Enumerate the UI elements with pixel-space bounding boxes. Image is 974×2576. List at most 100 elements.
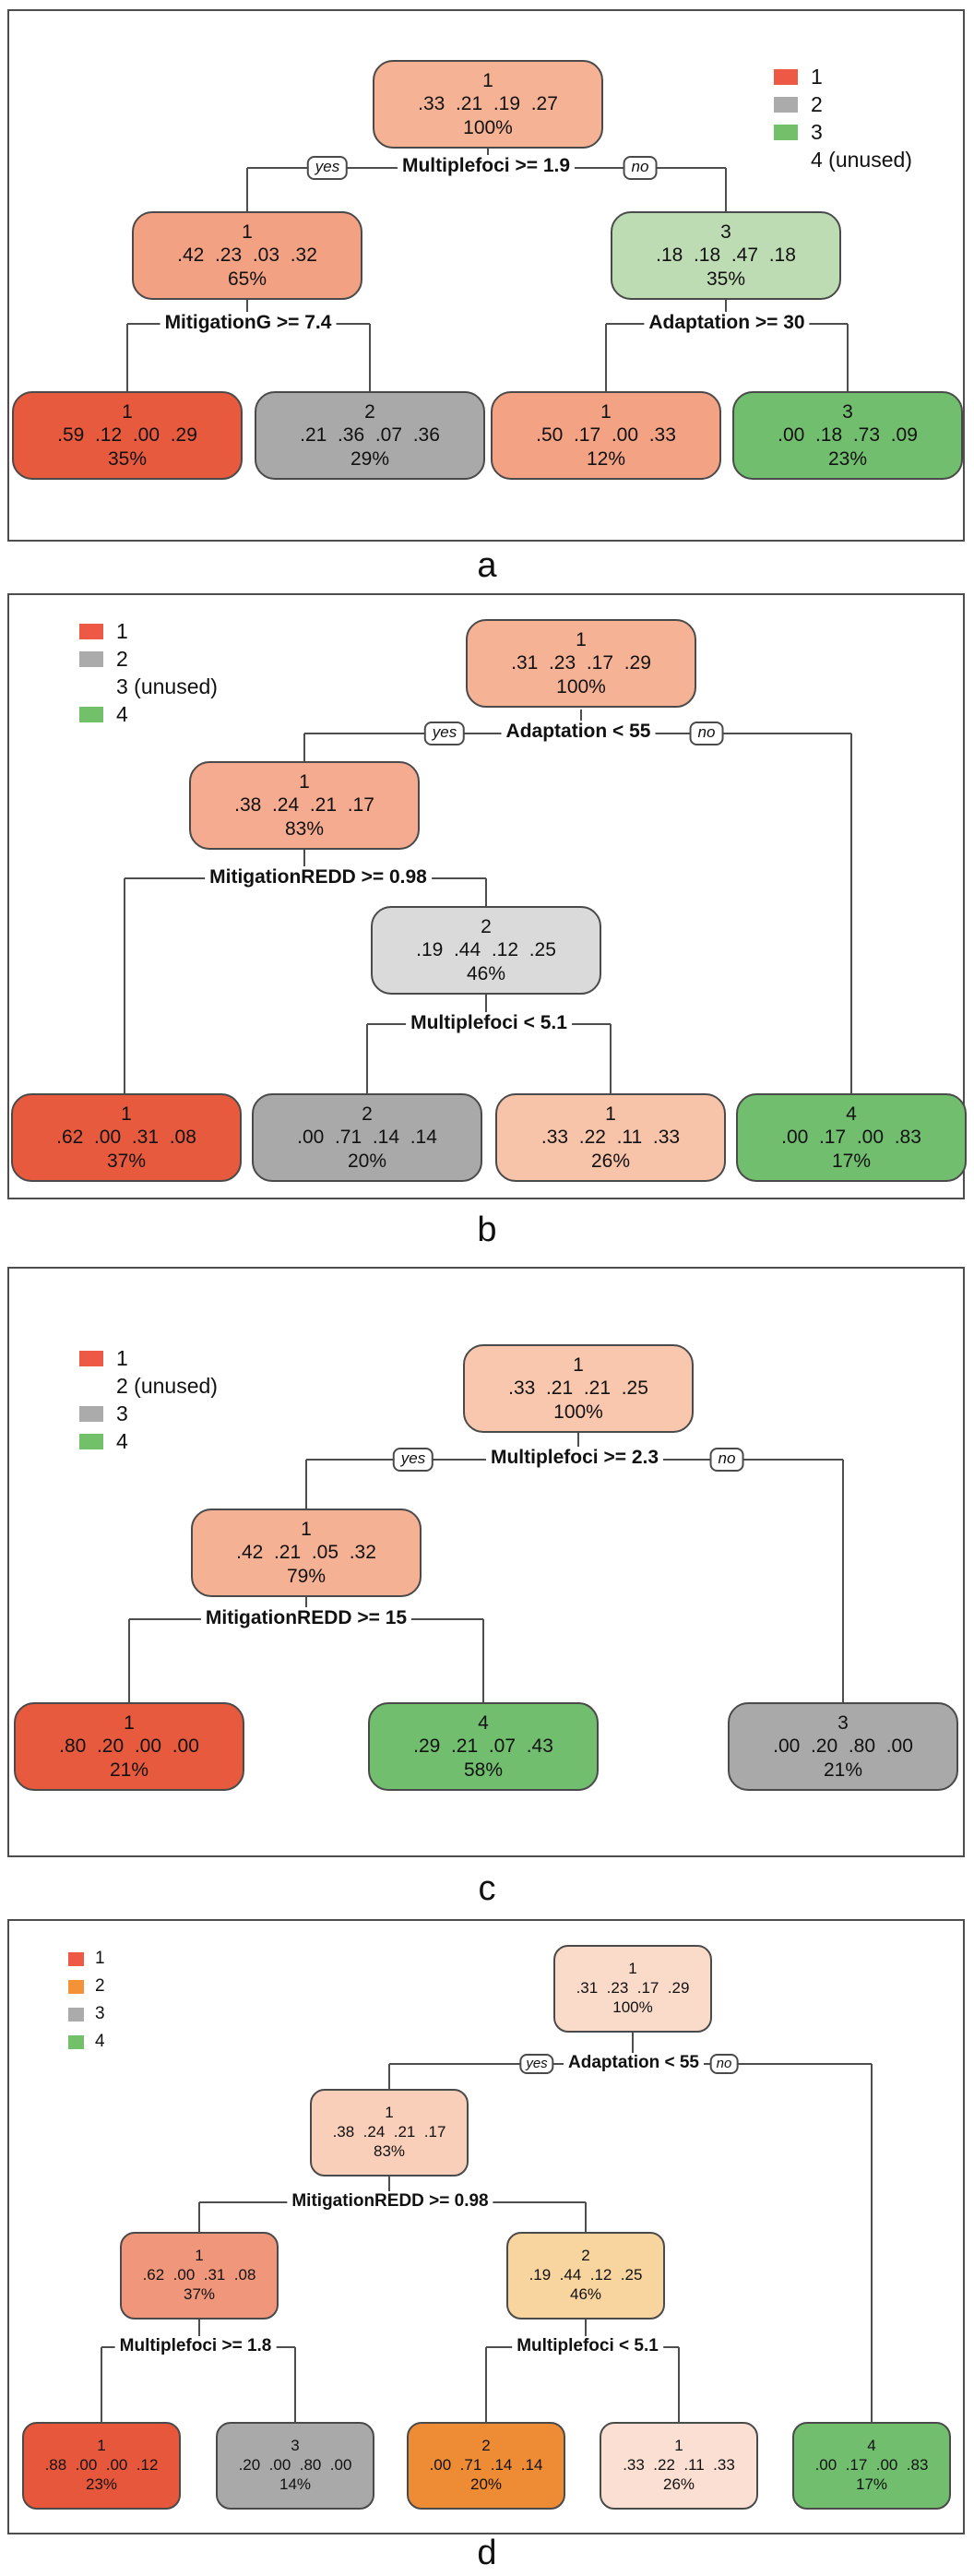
legend-swatch-class1 xyxy=(68,1951,84,1966)
node-class: 1 xyxy=(121,1103,132,1125)
c-left-node: 1 .42 .21 .05 .32 79% xyxy=(191,1509,422,1597)
node-class: 3 xyxy=(837,1711,849,1734)
legend-label: 1 xyxy=(116,618,128,643)
node-probabilities: .33 .22 .11 .33 xyxy=(623,2456,735,2475)
legend-item: 4 xyxy=(79,1427,218,1455)
panel-b: 1 2 3 (unused) 4 1 .31 .23 .17 .29 100% … xyxy=(7,593,967,1199)
node-percent: 100% xyxy=(463,116,513,138)
a-left-node: 1 .42 .23 .03 .32 65% xyxy=(132,211,362,300)
node-percent: 58% xyxy=(463,1759,504,1781)
panel-d: 1 2 3 4 1 .31 .23 .17 .29 100% yes Adapt… xyxy=(7,1919,965,2534)
legend-a: 1 2 3 4 (unused) xyxy=(774,63,912,173)
node-class: 1 xyxy=(674,2437,683,2455)
yes-badge: yes xyxy=(423,722,466,745)
legend-swatch-class3 xyxy=(774,124,798,140)
a-leaf-2: 2 .21 .36 .07 .36 29% xyxy=(255,391,485,480)
d-leaf-3: 2 .00 .71 .14 .14 20% xyxy=(407,2422,565,2510)
legend-label: 1 xyxy=(116,1345,128,1370)
split-label: Multiplefoci >= 1.8 xyxy=(114,2336,277,2356)
panel-c: 1 2 (unused) 3 4 1 .33 .21 .21 .25 100% … xyxy=(7,1267,965,1857)
node-probabilities: .00 .71 .14 .14 xyxy=(429,2456,543,2475)
b-leaf-4: 4 .00 .17 .00 .83 17% xyxy=(736,1093,967,1182)
node-percent: 20% xyxy=(347,1150,387,1172)
d-leaf-2: 3 .20 .00 .80 .00 14% xyxy=(216,2422,374,2510)
node-probabilities: .42 .21 .05 .32 xyxy=(236,1542,376,1564)
node-class: 4 xyxy=(846,1103,857,1125)
caption-b: b xyxy=(477,1210,497,1249)
caption-d: d xyxy=(477,2534,497,2572)
d-leaf-1: 1 .88 .00 .00 .12 23% xyxy=(22,2422,181,2510)
node-percent: 17% xyxy=(855,2475,888,2493)
c-leaf-3: 3 .00 .20 .80 .00 21% xyxy=(728,1702,958,1791)
node-probabilities: .31 .23 .17 .29 xyxy=(511,652,651,674)
legend-item: 3 xyxy=(68,2000,105,2028)
node-percent: 37% xyxy=(183,2284,216,2303)
legend-label: 3 xyxy=(95,2004,105,2023)
legend-d: 1 2 3 4 xyxy=(68,1945,105,2056)
node-class: 1 xyxy=(600,400,612,423)
node-probabilities: .20 .00 .80 .00 xyxy=(238,2456,352,2475)
node-percent: 100% xyxy=(553,1401,603,1423)
legend-item: 2 xyxy=(68,1973,105,2000)
d-mid-node-2: 2 .19 .44 .12 .25 46% xyxy=(506,2232,665,2320)
legend-swatch-class2 xyxy=(79,1378,103,1394)
node-probabilities: .42 .23 .03 .32 xyxy=(177,244,317,267)
legend-label: 1 xyxy=(811,64,823,89)
legend-swatch-class2 xyxy=(774,96,798,113)
node-class: 1 xyxy=(573,1354,584,1376)
legend-item: 2 (unused) xyxy=(79,1372,218,1400)
node-probabilities: .38 .24 .21 .17 xyxy=(234,794,374,817)
d-leaf-4: 1 .33 .22 .11 .33 26% xyxy=(600,2422,758,2510)
legend-swatch-class1 xyxy=(79,1350,103,1366)
node-probabilities: .19 .44 .12 .25 xyxy=(529,2266,643,2284)
node-percent: 17% xyxy=(831,1150,872,1172)
legend-item: 2 xyxy=(79,645,218,673)
node-class: 1 xyxy=(122,400,133,423)
node-percent: 21% xyxy=(823,1759,863,1781)
split-label: MitigationREDD >= 0.98 xyxy=(205,866,432,888)
node-class: 1 xyxy=(628,1960,637,1978)
node-probabilities: .00 .18 .73 .09 xyxy=(778,424,918,447)
caption-a: a xyxy=(477,546,497,585)
legend-item: 1 xyxy=(79,617,218,645)
node-probabilities: .31 .23 .17 .29 xyxy=(576,1979,690,1998)
b-leaf-1: 1 .62 .00 .31 .08 37% xyxy=(11,1093,242,1182)
node-class: 4 xyxy=(867,2437,876,2455)
node-class: 1 xyxy=(97,2437,106,2455)
legend-label: 2 xyxy=(116,646,128,671)
node-class: 2 xyxy=(481,915,492,937)
node-percent: 20% xyxy=(469,2475,503,2493)
legend-item: 4 xyxy=(68,2028,105,2056)
node-class: 4 xyxy=(478,1711,489,1734)
legend-item: 1 xyxy=(774,63,912,90)
node-percent: 83% xyxy=(373,2141,406,2160)
node-class: 3 xyxy=(842,400,853,423)
split-label: MitigationG >= 7.4 xyxy=(160,312,337,334)
no-badge: no xyxy=(689,722,724,745)
node-probabilities: .00 .71 .14 .14 xyxy=(297,1127,437,1149)
legend-swatch-class2 xyxy=(68,1979,84,1994)
a-leaf-3: 1 .50 .17 .00 .33 12% xyxy=(491,391,721,480)
legend-c: 1 2 (unused) 3 4 xyxy=(79,1344,218,1455)
node-probabilities: .18 .18 .47 .18 xyxy=(656,244,796,267)
node-percent: 46% xyxy=(569,2284,602,2303)
legend-swatch-class4 xyxy=(79,706,103,722)
legend-label: 2 (unused) xyxy=(116,1373,218,1398)
node-percent: 37% xyxy=(106,1150,147,1172)
legend-label: 4 xyxy=(95,2032,105,2051)
yes-badge: yes xyxy=(519,2054,554,2074)
node-class: 1 xyxy=(482,69,493,91)
node-percent: 79% xyxy=(286,1565,327,1587)
legend-item: 3 xyxy=(774,118,912,146)
node-probabilities: .00 .17 .00 .83 xyxy=(814,2456,929,2475)
legend-swatch-class1 xyxy=(774,68,798,85)
node-percent: 35% xyxy=(706,268,746,290)
legend-label: 3 xyxy=(116,1401,128,1425)
legend-label: 2 xyxy=(95,1976,105,1996)
no-badge: no xyxy=(709,2054,739,2074)
node-probabilities: .00 .17 .00 .83 xyxy=(781,1127,921,1149)
split-label: Multiplefoci >= 2.3 xyxy=(485,1447,664,1469)
legend-label: 3 (unused) xyxy=(116,674,218,698)
b-leaf-3: 1 .33 .22 .11 .33 26% xyxy=(495,1093,726,1182)
node-class: 3 xyxy=(720,221,731,243)
